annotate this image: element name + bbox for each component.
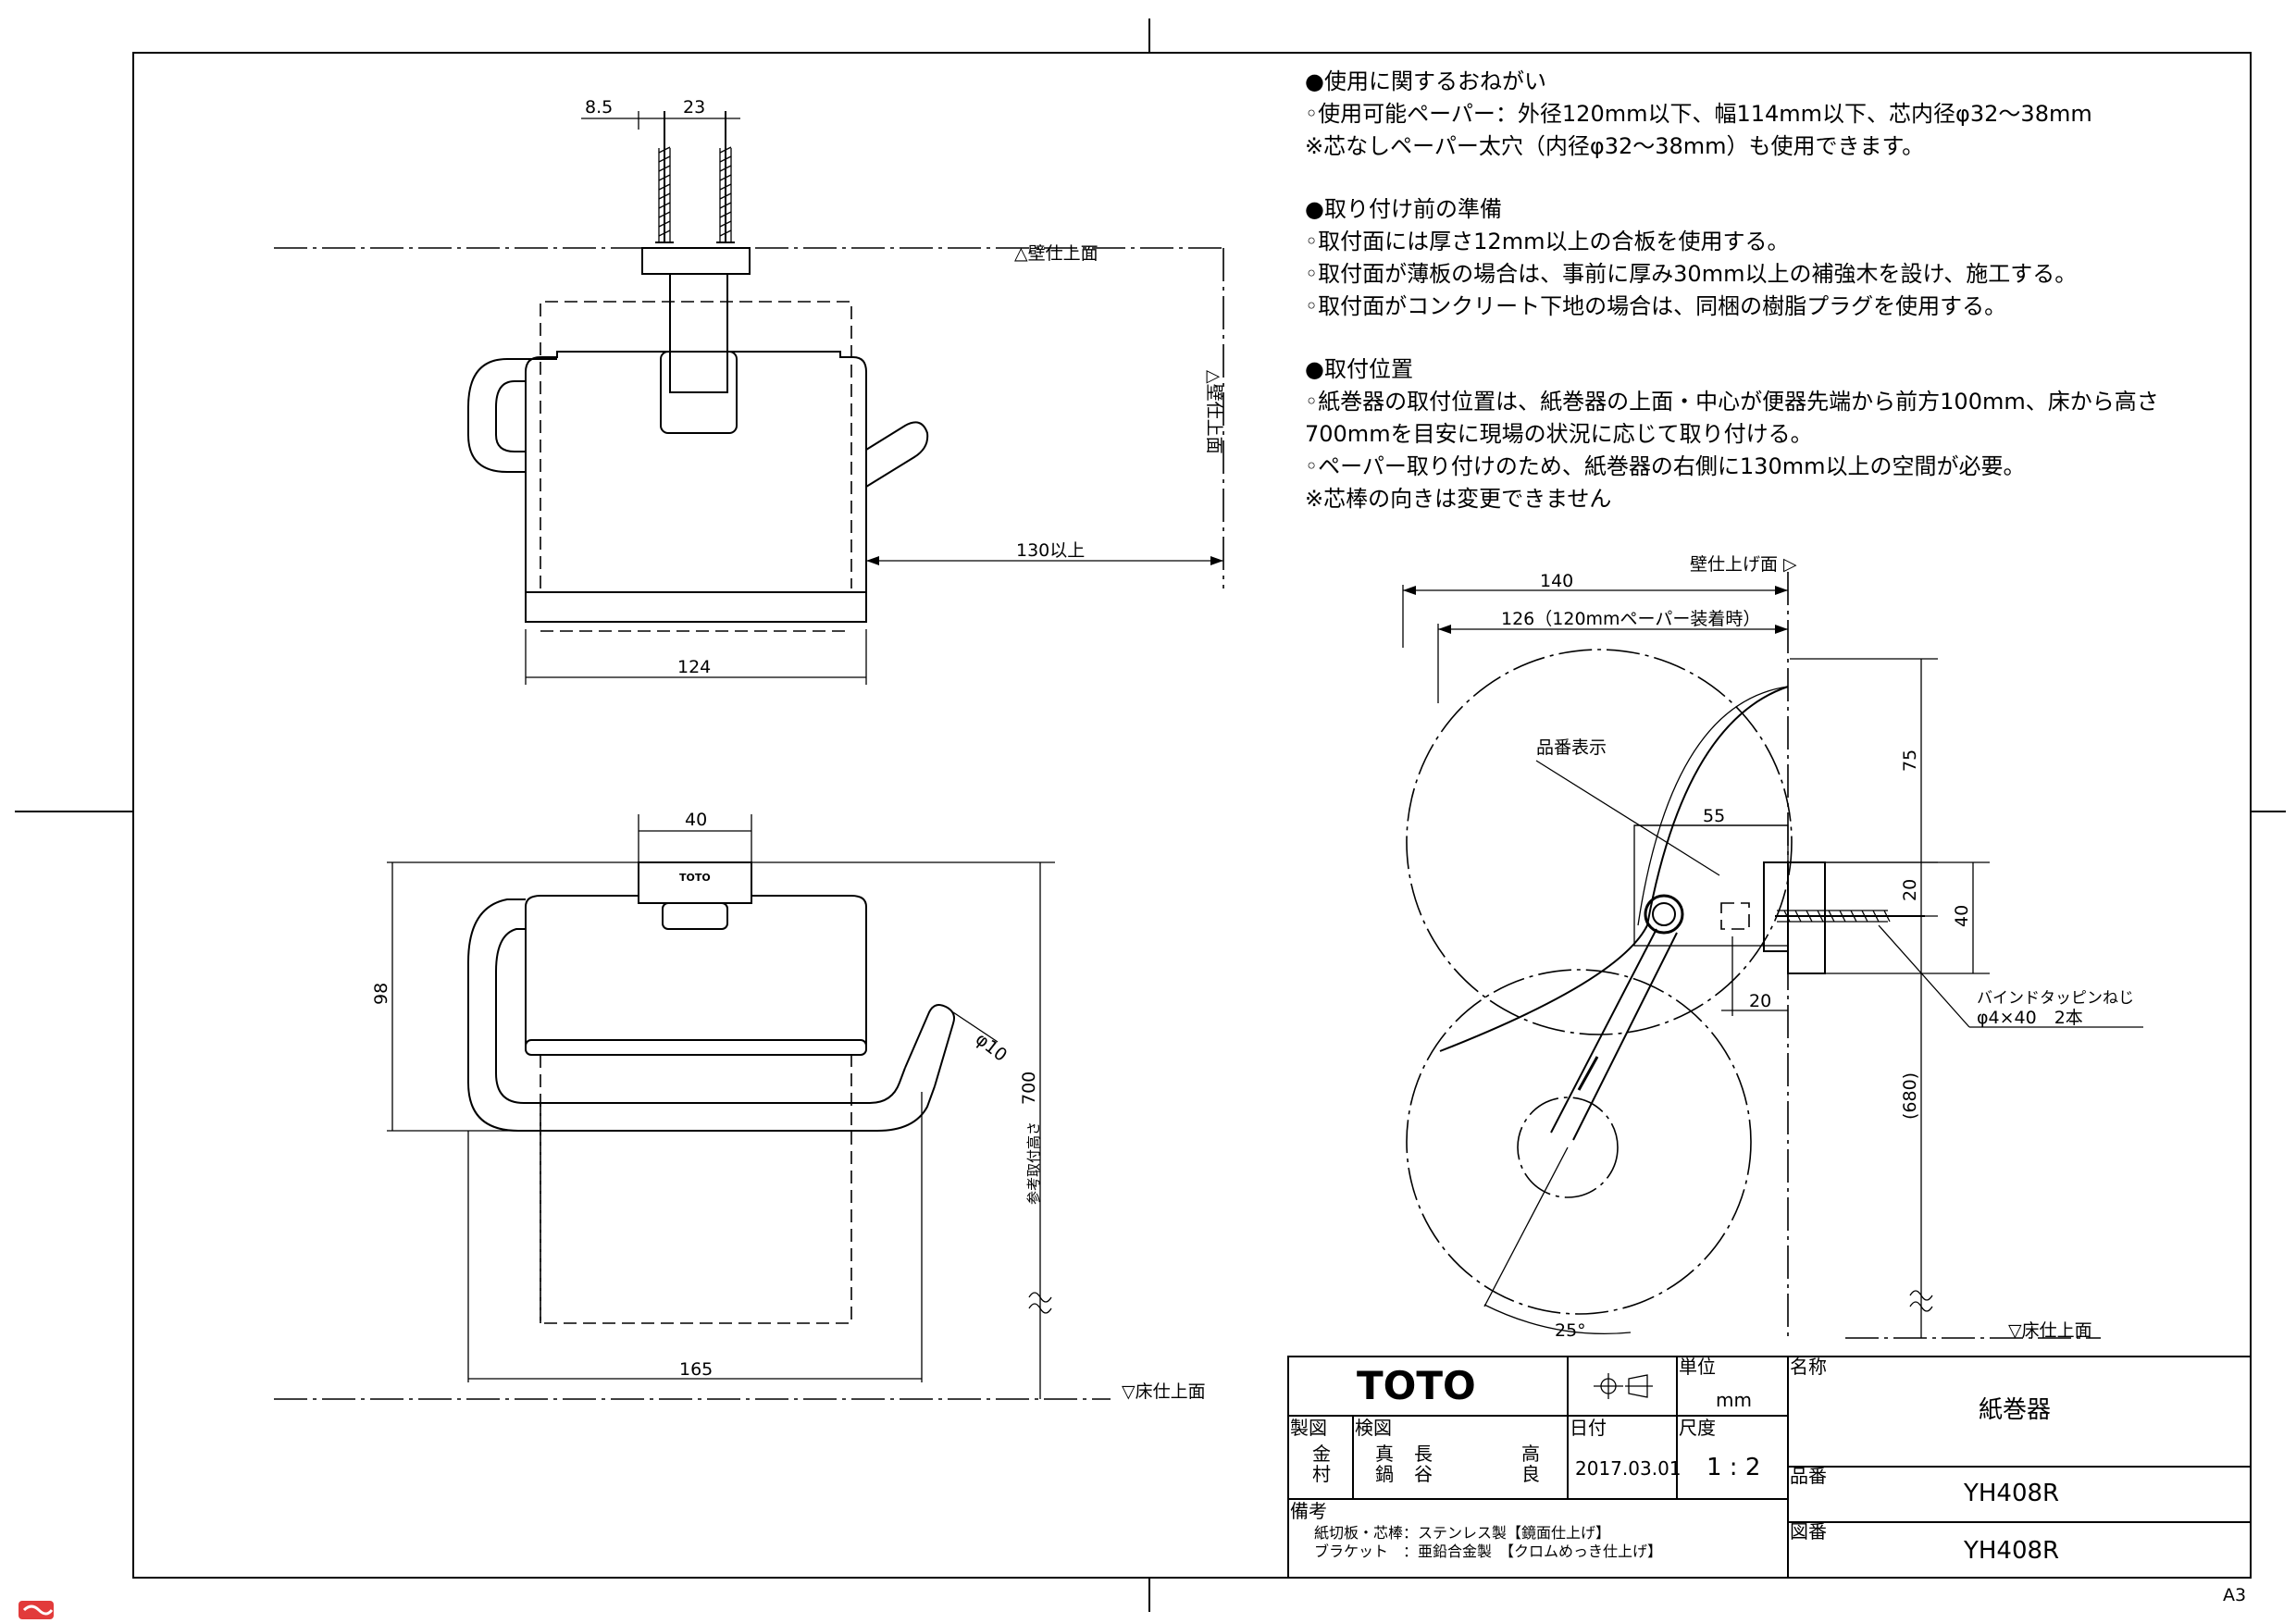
checked-by-2b: 谷 <box>1414 1463 1433 1485</box>
dim-20-horizontal: 20 <box>1749 991 1771 1011</box>
brand-logo-small: TOTO <box>679 872 711 884</box>
note-line: ◦ペーパー取り付けのため、紙巻器の右側に130mm以上の空間が必要。 <box>1305 453 2025 479</box>
dim-98: 98 <box>371 983 391 1005</box>
dim-20-vertical: 20 <box>1900 879 1920 901</box>
dim-165: 165 <box>679 1359 713 1380</box>
checked-by-1a: 真 <box>1375 1443 1394 1465</box>
drawing-no-label: 図番 <box>1790 1520 1827 1542</box>
note-line: ※芯なしペーパー太穴（内径φ32～38mm）も使用できます。 <box>1305 133 1924 159</box>
top-view: 8.5 23 △壁仕上面 △壁仕上面 130以上 124 <box>274 97 1224 685</box>
checked-by-3a: 高 <box>1521 1443 1540 1465</box>
title-block: TOTO 単位 mm 名称 紙巻器 製図 金 村 検図 真 鍋 長 谷 高 良 … <box>1287 1356 2252 1579</box>
note-line: ◦取付面がコンクリート下地の場合は、同梱の樹脂プラグを使用する。 <box>1305 293 2006 319</box>
note-line: ◦紙巻器の取付位置は、紙巻器の上面・中心が便器先端から前方100mm、床から高さ <box>1305 389 2159 415</box>
floor-finish-label-side: ▽床仕上面 <box>2008 1320 2092 1341</box>
checked-by-2a: 長 <box>1414 1443 1433 1465</box>
dim-phi10: φ10 <box>972 1029 1011 1066</box>
screw-callout-spec: φ4×40 2本 <box>1977 1008 2083 1028</box>
name-value: 紙巻器 <box>1979 1396 2051 1424</box>
sheet-border <box>15 19 2286 1612</box>
dim-8-5: 8.5 <box>585 97 613 118</box>
brand-logo: TOTO <box>1357 1363 1476 1408</box>
checked-by-1b: 鍋 <box>1375 1463 1394 1485</box>
dim-126: 126（120mmペーパー装着時） <box>1501 609 1760 629</box>
dim-23: 23 <box>683 97 705 118</box>
product-no-value: YH408R <box>1963 1480 2059 1507</box>
note-heading-preparation: ●取り付け前の準備 <box>1305 196 1502 222</box>
drawn-label: 製図 <box>1290 1417 1327 1439</box>
screw-icon <box>655 111 674 243</box>
wall-finish-label-side: 壁仕上げ面 ▷ <box>1690 554 1797 575</box>
unit-value: mm <box>1716 1389 1752 1411</box>
corner-logo-icon <box>19 1601 54 1619</box>
front-view: 40 TOTO 98 φ10 165 700 参考取付高さ <box>274 810 1206 1402</box>
remarks-label: 備考 <box>1290 1500 1327 1522</box>
note-line: ◦取付面には厚さ12mm以上の合板を使用する。 <box>1305 229 1789 254</box>
product-mark-label: 品番表示 <box>1536 737 1607 758</box>
dim-75: 75 <box>1900 750 1920 772</box>
side-view: 壁仕上げ面 ▷ 140 126（120mmペーパー装着時） <box>1402 554 2143 1341</box>
ref-height-label: 参考取付高さ <box>1025 1121 1042 1205</box>
angle-25: 25° <box>1555 1320 1586 1341</box>
date-value: 2017.03.01 <box>1575 1457 1682 1480</box>
note-line: ※芯棒の向きは変更できません <box>1305 486 1611 512</box>
checked-label: 検図 <box>1355 1417 1392 1439</box>
dim-124: 124 <box>677 657 711 677</box>
scale-label: 尺度 <box>1679 1417 1716 1439</box>
remarks-line-2: ブラケット ：亜鉛合金製 【クロムめっき仕上げ】 <box>1314 1542 1662 1560</box>
scale-value: 1 : 2 <box>1706 1454 1760 1481</box>
checked-by-3b: 良 <box>1521 1463 1540 1485</box>
usage-notes: ●使用に関するおねがい ◦使用可能ペーパー：外径120mm以下、幅114mm以下… <box>1305 68 2159 512</box>
name-label: 名称 <box>1790 1356 1827 1378</box>
wall-finish-label: △壁仕上面 <box>1014 243 1098 264</box>
note-heading-usage: ●使用に関するおねがい <box>1305 68 1546 94</box>
product-no-label: 品番 <box>1790 1465 1827 1487</box>
note-line: ◦使用可能ペーパー：外径120mm以下、幅114mm以下、芯内径φ32～38mm <box>1305 101 2092 127</box>
projection-symbol-icon <box>1594 1373 1653 1399</box>
dim-680: (680) <box>1900 1072 1920 1120</box>
drawn-by-1: 金 <box>1312 1443 1331 1465</box>
unit-label: 単位 <box>1679 1356 1716 1378</box>
dim-55: 55 <box>1703 806 1725 826</box>
screw-icon <box>716 111 735 243</box>
dim-140: 140 <box>1540 571 1573 591</box>
dim-700: 700 <box>1019 1072 1039 1105</box>
note-line: 700mmを目安に現場の状況に応じて取り付ける。 <box>1305 421 1813 447</box>
screw-callout-name: バインドタッピンねじ <box>1977 989 2134 1008</box>
dim-40: 40 <box>685 810 707 830</box>
note-heading-position: ●取付位置 <box>1305 356 1413 382</box>
date-label: 日付 <box>1570 1417 1607 1439</box>
wall-finish-label-vertical: △壁仕上面 <box>1204 370 1224 454</box>
dim-130-min: 130以上 <box>1016 540 1085 561</box>
sheet-size-label: A3 <box>2223 1585 2246 1605</box>
note-line: ◦取付面が薄板の場合は、事前に厚み30mm以上の補強木を設け、施工する。 <box>1305 261 2077 287</box>
floor-finish-label: ▽床仕上面 <box>1122 1381 1206 1402</box>
drawing-no-value: YH408R <box>1963 1537 2059 1565</box>
dim-40-vertical: 40 <box>1952 905 1972 927</box>
drawn-by-2: 村 <box>1312 1463 1331 1485</box>
remarks-line-1: 紙切板・芯棒：ステンレス製【鏡面仕上げ】 <box>1314 1524 1610 1542</box>
